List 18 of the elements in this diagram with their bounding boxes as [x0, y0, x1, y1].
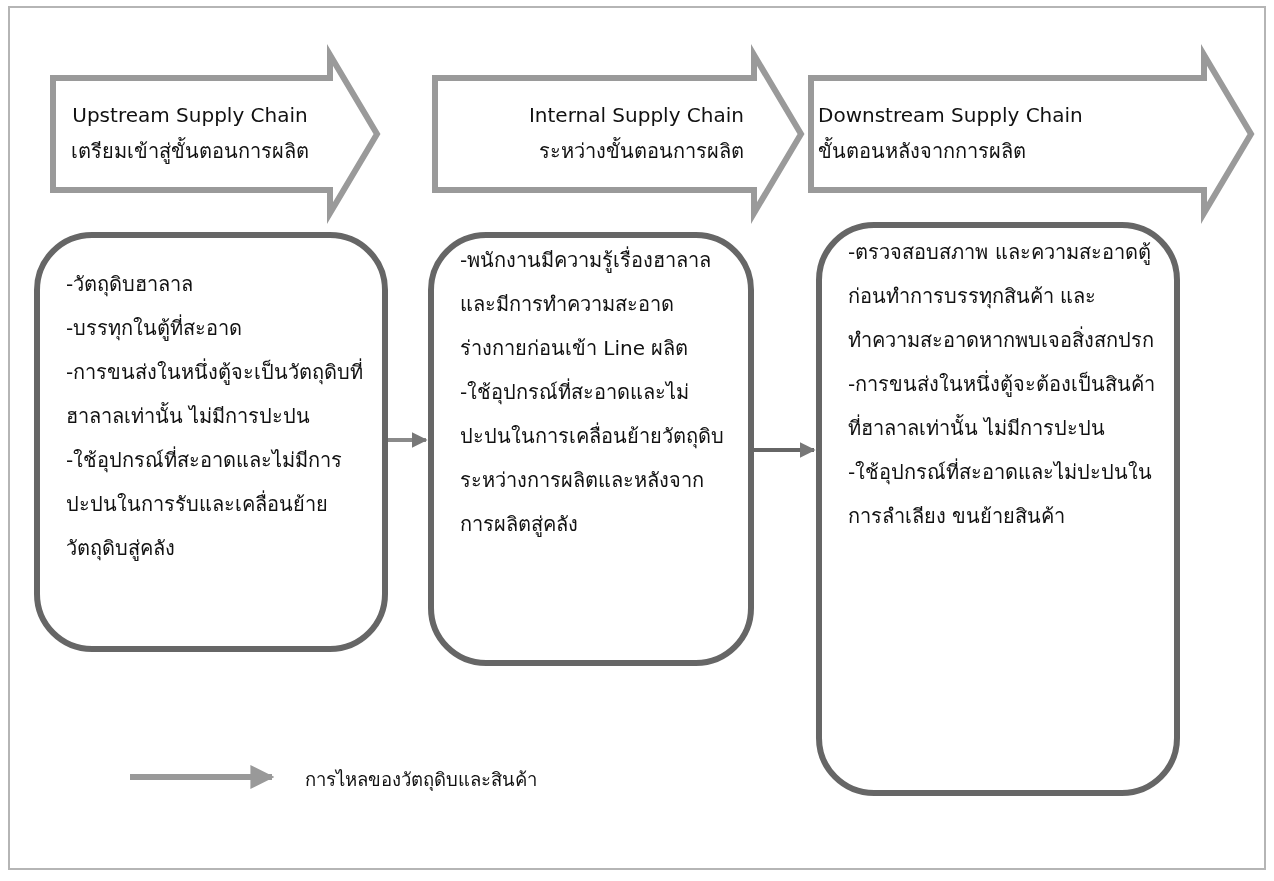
legend-text: การไหลของวัตถุดิบและสินค้า — [305, 768, 537, 793]
bullet-text: -ใช้อุปกรณ์ที่สะอาดและไม่มีการปะปนในการรับและเคลื่อนย้ายวัตถุดิบสู่คลัง — [66, 445, 344, 563]
bullet-text: -ใช้อุปกรณ์ที่สะอาดและไม่ปะปนในการเคลื่อนย้ายวัตถุดิบระหว่างการผลิตและหลังจากการผลิตสู่คลัง — [460, 377, 725, 539]
bullet-text: -ใช้อุปกรณ์ที่สะอาดและไม่ปะปนในการลำเลียง ขนย้ายสินค้า — [848, 457, 1154, 530]
bullet-text: -พนักงานมีความรู้เรื่องฮาลาลและมีการทำความสะอาดร่างกายก่อนเข้า Line ผลิต — [460, 245, 713, 362]
stage-subtitle: ขั้นตอนหลังจากการผลิต — [818, 138, 1026, 164]
arrow — [754, 442, 816, 458]
stage-subtitle: ระหว่างขั้นตอนการผลิต — [539, 138, 744, 164]
stage-title: Downstream Supply Chain — [818, 102, 1083, 128]
bullet-text: -บรรทุกในตู้ที่สะอาด — [66, 313, 244, 343]
bullet-text: -การขนส่งในหนึ่งตู้จะเป็นวัตถุดิบที่ฮาลาลเท่านั้น ไม่มีการปะปน — [66, 357, 364, 430]
bullet-text: -การขนส่งในหนึ่งตู้จะต้องเป็นสินค้าที่ฮาลาลเท่านั้น ไม่มีการปะปน — [848, 369, 1156, 442]
stage-title: Upstream Supply Chain — [72, 102, 308, 128]
stage-subtitle: เตรียมเข้าสู่ขั้นตอนการผลิต — [71, 138, 309, 164]
bullet-text: -ตรวจสอบสภาพ และความสะอาดตู้ก่อนทำการบรรทุกสินค้า และทำความสะอาดหากพบเจอสิ่งสกปรก — [848, 239, 1155, 354]
stage-title: Internal Supply Chain — [528, 102, 744, 128]
bullet-text: -วัตถุดิบฮาลาล — [66, 271, 195, 299]
arrow — [388, 432, 428, 448]
